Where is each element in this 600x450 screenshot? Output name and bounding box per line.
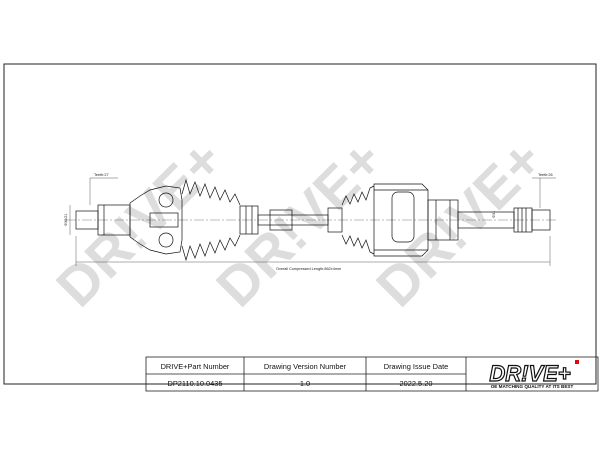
- left-teeth-label: Teeth:27: [94, 173, 109, 177]
- title-block: [145, 356, 599, 392]
- outer-boot-top: [181, 178, 241, 206]
- right-diameter-label: Φ31: [492, 211, 496, 218]
- left-diameter-label: Φ36/21: [64, 213, 68, 226]
- outer-cv-inner-race: [149, 212, 179, 228]
- right-teeth-label: Teeth:26: [538, 173, 553, 177]
- right-stub-end: [531, 209, 551, 231]
- value-issue-date: 2022.5.20: [400, 379, 433, 388]
- outer-boot-bottom: [181, 234, 241, 262]
- shaft-damper: [269, 209, 293, 231]
- inner-boot-clamp: [327, 207, 343, 233]
- logo-accent-dot: [575, 360, 579, 364]
- outer-cv-ball-bottom: [158, 232, 174, 248]
- header-issue-date: Drawing Issue Date: [384, 362, 449, 371]
- inner-boot-top: [341, 185, 375, 206]
- inner-boot-bottom: [341, 234, 375, 255]
- watermark-center: DR!VE+: [204, 128, 395, 319]
- overall-length-label: Overall Compressed Length:862±4mm: [276, 267, 341, 271]
- header-version-number: Drawing Version Number: [264, 362, 347, 371]
- header-part-number: DRIVE+Part Number: [161, 362, 230, 371]
- value-part-number: DP2110.10.0435: [168, 379, 223, 388]
- value-version-number: 1.0: [300, 379, 310, 388]
- watermark-left: DR!VE+: [44, 128, 235, 319]
- drive-shaft-drawing: [75, 178, 551, 262]
- drawing-frame: [3, 63, 597, 385]
- outer-cv-joint-housing: [129, 185, 183, 255]
- outer-cv-ball-top: [158, 192, 174, 208]
- dimension-annotations: [69, 177, 556, 266]
- watermark-group: DR!VE+ DR!VE+ DR!VE+: [44, 128, 555, 319]
- driveplus-logo: DR!VE+ OE MATCHING QUALITY AT ITS BEST: [489, 360, 579, 389]
- inner-cv-tripod: [391, 191, 415, 243]
- logo-tagline: OE MATCHING QUALITY AT ITS BEST: [491, 384, 574, 389]
- logo-wordmark: DR!VE+: [489, 361, 570, 386]
